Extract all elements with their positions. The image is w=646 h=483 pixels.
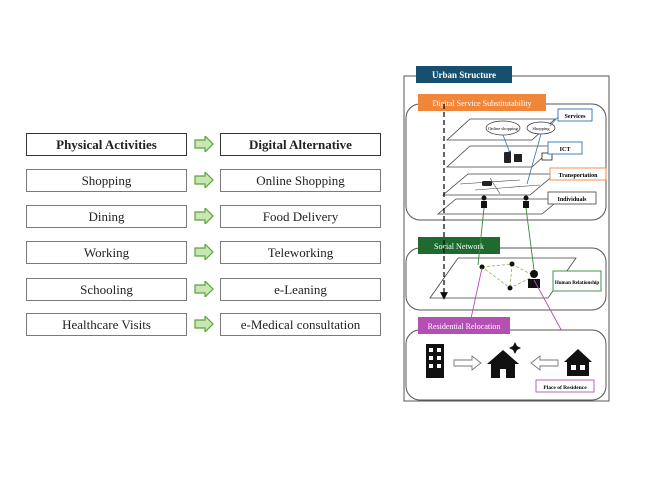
- row-digital-shopping: Online Shopping: [220, 169, 381, 192]
- row-digital-schooling: e-Leaning: [220, 278, 381, 301]
- tag-human-relationship: [552, 270, 602, 292]
- row-physical-shopping: Shopping: [26, 169, 187, 192]
- tag-ict: [547, 141, 583, 155]
- tag-place-of-residence: [535, 379, 595, 393]
- link-shopping-down: [526, 133, 542, 185]
- tag-individuals-label: Individuals: [557, 197, 587, 203]
- sparkle-icon: [509, 342, 521, 354]
- vehicle-icon: [482, 181, 492, 186]
- header-physical-activities: Physical Activities: [26, 133, 187, 156]
- person-node: [507, 285, 513, 291]
- social-network-title: Social Network: [434, 242, 484, 251]
- bubble-online-shopping-label: Online shopping: [488, 126, 519, 131]
- digital-service-title: Digital Service Substitutability: [432, 99, 531, 108]
- layer-individuals: [436, 198, 562, 215]
- person-icon: [481, 195, 487, 208]
- arrow-right-icon: [194, 316, 214, 332]
- tag-services: [557, 108, 593, 122]
- urban-structure-diagram: Urban Structure Digital Service Substitu…: [403, 66, 610, 402]
- urban-structure-header: [416, 66, 512, 83]
- urban-structure-title: Urban Structure: [432, 70, 496, 80]
- row-digital-working: Teleworking: [220, 241, 381, 264]
- relocation-arrow-icon: [530, 355, 559, 371]
- new-home-icon: [487, 350, 519, 378]
- residential-title: Residential Relocation: [428, 322, 501, 331]
- link-online-to-ict: [502, 134, 512, 155]
- arrow-right-icon: [194, 136, 214, 152]
- person-node: [479, 264, 485, 270]
- row-physical-healthcare: Healthcare Visits: [26, 313, 187, 336]
- arrow-right-icon: [194, 208, 214, 224]
- tag-transportation: [549, 167, 607, 181]
- tag-individuals: [547, 191, 597, 205]
- row-physical-dining: Dining: [26, 205, 187, 228]
- row-physical-schooling: Schooling: [26, 278, 187, 301]
- row-digital-healthcare: e-Medical consultation: [220, 313, 381, 336]
- arrow-right-icon: [194, 244, 214, 260]
- house-icon: [564, 349, 592, 376]
- row-digital-dining: Food Delivery: [220, 205, 381, 228]
- shopping-bag-icon: [514, 154, 522, 162]
- relocation-arrow-icon: [453, 355, 482, 371]
- phone-icon: [504, 152, 511, 163]
- tag-services-label: Services: [565, 114, 587, 120]
- residential-header: [418, 317, 510, 334]
- green-link: [477, 207, 485, 266]
- bubble-shopping-label: Shopping: [532, 126, 550, 131]
- header-digital-alternative: Digital Alternative: [220, 133, 381, 156]
- layer-transportation: [441, 173, 557, 196]
- tag-place-of-residence-label: Place of Residence: [543, 385, 587, 391]
- digital-service-header: [418, 94, 546, 111]
- arrow-right-icon: [194, 172, 214, 188]
- laptop-icon: [541, 152, 553, 161]
- apartment-building-icon: [426, 344, 444, 378]
- row-physical-working: Working: [26, 241, 187, 264]
- person-icon: [523, 195, 529, 208]
- green-link: [525, 207, 535, 271]
- arrow-right-icon: [194, 281, 214, 297]
- tag-ict-label: ICT: [560, 147, 571, 153]
- tag-transportation-label: Transportation: [559, 173, 599, 179]
- person-node: [509, 261, 515, 267]
- tag-human-relationship-label: Human Relationship: [555, 281, 600, 286]
